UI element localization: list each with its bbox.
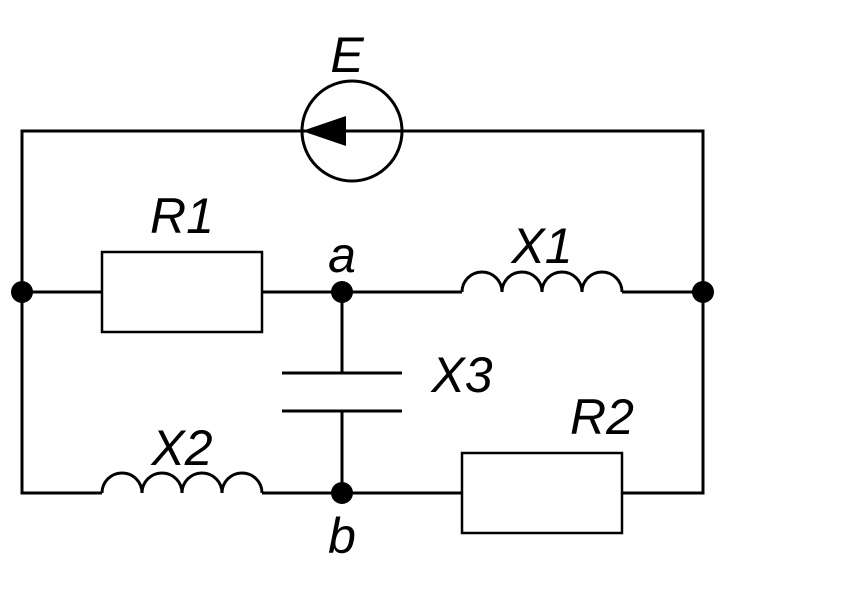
label-x2: X2 [150, 420, 212, 476]
label-node-b: b [328, 508, 356, 564]
label-r1: R1 [150, 188, 214, 244]
junction-right [692, 281, 714, 303]
voltage-source-e [300, 79, 404, 183]
junction-b [331, 482, 353, 504]
label-x3: X3 [430, 347, 492, 403]
label-node-a: a [328, 227, 356, 283]
label-x1: X1 [510, 218, 572, 274]
resistor-r2 [460, 451, 624, 535]
label-r2: R2 [570, 389, 634, 445]
inductor-x2 [100, 471, 264, 494]
capacitor-x3 [282, 371, 402, 413]
source-arrow-icon [302, 116, 346, 146]
junction-left [11, 281, 33, 303]
inductor-x1 [460, 270, 624, 293]
wire-top-loop [20, 129, 705, 292]
wire-bottom-branch [20, 292, 705, 495]
label-e: E [330, 27, 364, 83]
junction-a [331, 281, 353, 303]
resistor-r1 [100, 250, 264, 334]
